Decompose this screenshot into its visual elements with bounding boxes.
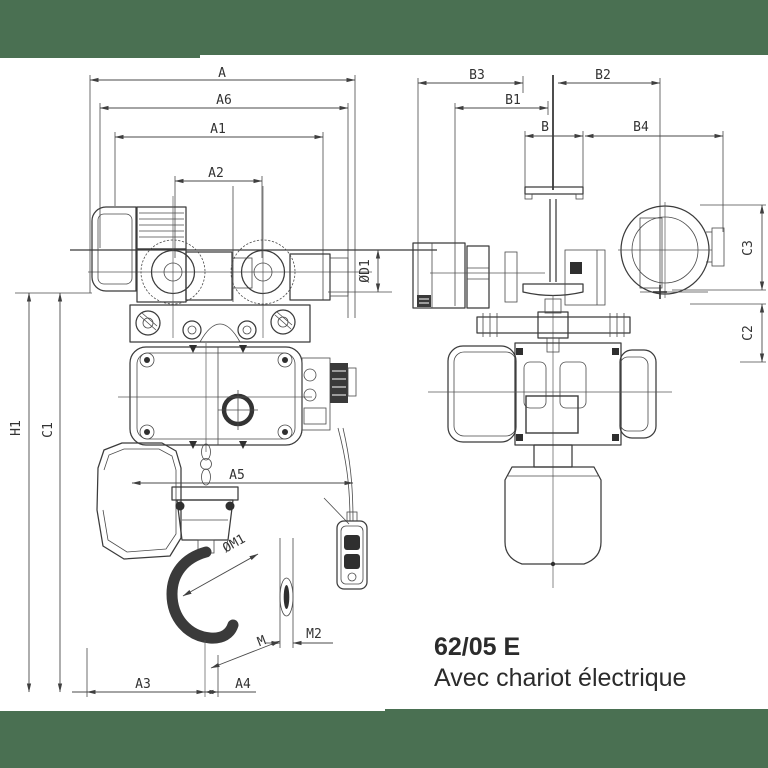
trolley-motor [91, 206, 137, 292]
dim-label-h1: H1 [9, 420, 24, 436]
dim-label-m1: ØM1 [220, 532, 248, 557]
suspension-bracket [129, 304, 311, 343]
hoist-body-front [118, 343, 357, 452]
hook [166, 546, 239, 644]
top-band [0, 0, 768, 55]
front-dimensions-top: A A6 A1 A2 [89, 66, 356, 318]
gear-housing [185, 251, 233, 301]
runway-beam [522, 75, 584, 588]
bottom-band [0, 711, 385, 768]
side-dimensions-top: B3 B2 B1 B B4 [417, 68, 724, 306]
trolley-front: ØD1 [70, 186, 437, 338]
dim-label-b4: B4 [633, 120, 649, 135]
dim-label-m: M [255, 633, 268, 650]
pendant-control [323, 427, 368, 590]
dim-label-a6: A6 [216, 93, 232, 108]
travel-motor [618, 202, 725, 299]
dim-label-b2: B2 [595, 68, 611, 83]
front-dimensions-bottom: A5 ØM1 M M2 A3 A4 [72, 468, 354, 697]
dim-label-d1: ØD1 [358, 259, 373, 282]
pendant-button-down [344, 554, 360, 569]
dim-label-c2: C2 [741, 325, 756, 341]
chain-container [96, 442, 182, 560]
side-view: B3 B2 B1 B B4 [412, 68, 766, 588]
front-view: A A6 A1 A2 [9, 66, 437, 697]
side-dimensions-right: C3 C2 [672, 204, 766, 363]
dim-label-a3: A3 [135, 677, 151, 692]
dim-label-a5: A5 [229, 468, 245, 483]
dim-label-c1: C1 [41, 422, 56, 438]
dim-label-m2: M2 [306, 627, 322, 642]
dim-label-a4: A4 [235, 677, 251, 692]
caption: 62/05 E Avec chariot électrique [434, 633, 686, 692]
suspension-crossbar [476, 316, 631, 334]
hoist-body-side [428, 342, 672, 567]
dim-label-c3: C3 [741, 240, 756, 256]
caption-subtitle: Avec chariot électrique [434, 664, 687, 692]
pendant-button-up [344, 535, 360, 550]
dim-label-b3: B3 [469, 68, 485, 83]
caption-model: 62/05 E [434, 633, 521, 661]
trolley-side-plate [289, 253, 331, 301]
dim-label-a1: A1 [210, 122, 226, 137]
trolley-wheel-right [230, 186, 296, 338]
front-dimensions-left: H1 C1 [9, 292, 92, 693]
dim-label-b1: B1 [505, 93, 521, 108]
trolley-side [412, 202, 725, 353]
trolley-wheel-left [140, 196, 206, 338]
dim-label-b: B [541, 120, 549, 135]
trolley-wheel-side [466, 245, 490, 309]
dim-label-a2: A2 [208, 166, 224, 181]
dim-label-a: A [218, 66, 226, 81]
chain-bucket-side [504, 466, 602, 565]
dim-d1: ØD1 [328, 249, 392, 293]
terminal-block [330, 363, 348, 403]
